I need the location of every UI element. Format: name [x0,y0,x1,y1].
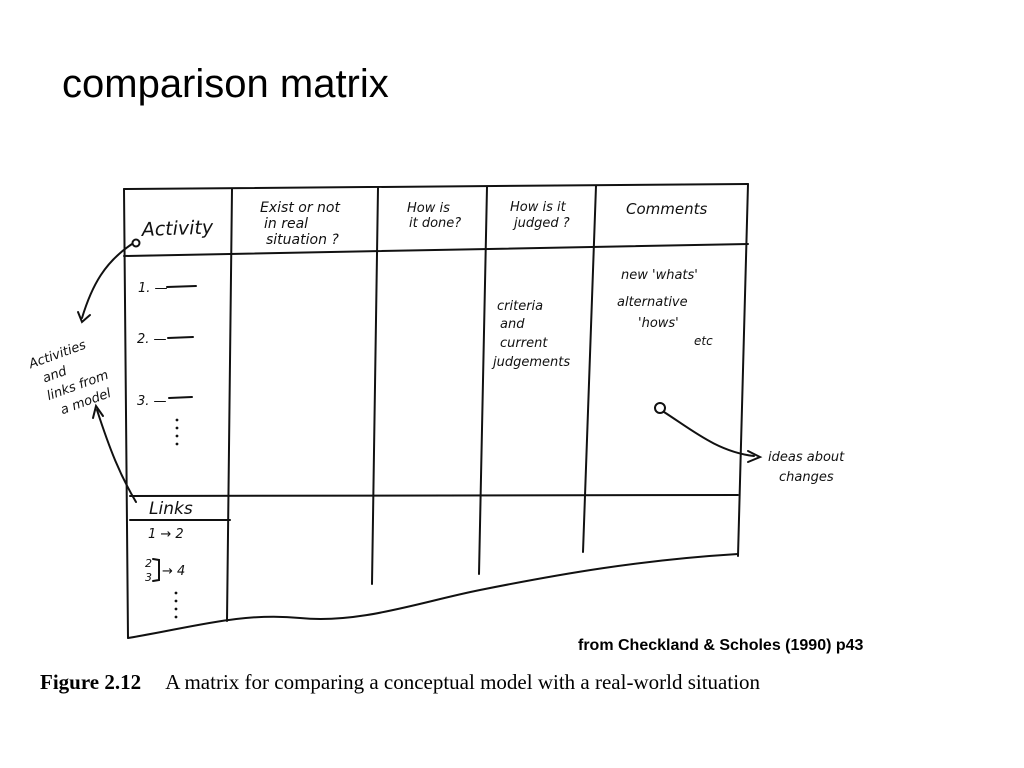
matrix-wavy-bottom [127,553,739,639]
link-group-2: 2 [145,557,152,570]
judged-note-line-2: and [500,317,525,332]
header-exist-line-1: Exist or not [260,200,340,216]
activity-dash-1 [166,285,197,288]
link-item-2: → 4 [162,564,185,579]
activity-dash-3 [168,396,193,399]
link-item-1: 1 → 2 [148,527,184,542]
arrow-activity-link [81,243,133,319]
col-divider-4 [582,185,597,553]
arrow-changes-head [747,450,763,463]
activity-item-1: 1. — [138,281,168,296]
header-exist-line-3: situation ? [266,232,339,248]
header-how-judged-line-1: How is it [510,200,567,215]
arrow-changes-link [663,411,755,457]
judged-note-line-4: judgements [491,355,570,370]
header-divider [123,243,749,257]
activity-item-2: 2. — [137,332,167,347]
links-bracket [152,558,160,582]
link-group-3: 3 [145,571,152,584]
judged-note-line-3: current [500,336,548,351]
comments-note-line-3: 'hows' [638,316,679,331]
col-divider-1 [226,188,233,622]
arrow-links-head [92,403,104,419]
matrix-left-edge [123,188,129,639]
header-how-judged-line-2: judged ? [512,216,570,231]
comments-note-line-1: new 'whats' [621,268,698,283]
links-row-divider [129,494,739,497]
comments-endpoint-circle [654,402,666,414]
links-label: Links [149,499,193,519]
right-annotation-line-2: changes [779,470,834,485]
judged-note-line-1: criteria [497,299,543,314]
activity-endpoint-circle [131,238,141,248]
comments-note-line-4: etc [694,334,713,348]
header-comments: Comments [626,200,707,218]
col-divider-2 [371,187,379,585]
figure-label: Figure 2.12 [40,670,142,694]
activity-dash-2 [167,336,194,339]
right-annotation-line-1: ideas about [768,450,845,465]
activity-item-3: 3. — [137,394,167,409]
matrix-top-edge [123,183,749,190]
matrix-right-edge [737,183,749,557]
figure-caption-text: A matrix for comparing a conceptual mode… [165,670,761,694]
header-exist-line-2: in real [264,216,308,232]
header-activity: Activity [139,216,214,241]
header-how-done-line-1: How is [407,201,450,216]
comments-note-line-2: alternative [617,295,688,310]
figure-caption: Figure 2.12 A matrix for comparing a con… [40,670,760,695]
col-divider-3 [478,186,488,575]
header-how-done-line-2: it done? [409,216,461,231]
source-credit: from Checkland & Scholes (1990) p43 [578,637,864,654]
arrow-links-link [96,409,137,503]
arrow-activity-head [77,311,91,324]
slide-title: comparison matrix [62,62,389,106]
